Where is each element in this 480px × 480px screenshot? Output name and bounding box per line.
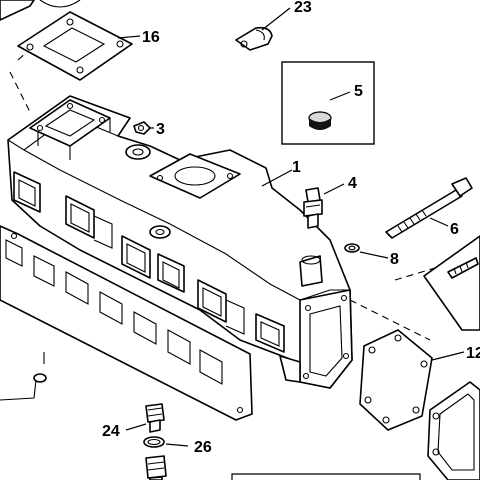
manifold-gasket <box>0 225 253 421</box>
leader-6 <box>429 217 449 227</box>
leader-1 <box>261 169 293 187</box>
gasket-12 <box>359 329 433 431</box>
clamp-23 <box>235 26 273 51</box>
callout-16: 16 <box>142 29 160 46</box>
callout-8: 8 <box>390 251 399 268</box>
callout-5: 5 <box>354 83 363 100</box>
fitting-4 <box>303 187 323 229</box>
part-box-bottom <box>231 473 421 480</box>
callout-24: 24 <box>102 423 120 440</box>
bolt-6 <box>385 177 473 239</box>
callout-23: 23 <box>294 0 312 16</box>
leader-24 <box>125 423 147 431</box>
o-ring-26 <box>143 436 165 448</box>
callout-4: 4 <box>348 175 357 192</box>
leader-4 <box>323 183 345 195</box>
callout-3: 3 <box>156 121 165 138</box>
leader-8 <box>359 251 389 259</box>
leader-26 <box>165 443 189 447</box>
leader-12 <box>431 351 465 361</box>
callout-12: 12 <box>466 345 480 362</box>
bolt-left <box>0 352 47 401</box>
partial-part-top-left <box>0 0 81 21</box>
fitting-24 <box>145 403 165 433</box>
leader-23 <box>261 7 291 31</box>
gasket-16 <box>17 11 133 81</box>
leader-16 <box>117 35 141 39</box>
washer-8 <box>344 243 360 253</box>
fitting-lower <box>145 455 167 480</box>
callout-26: 26 <box>194 439 212 456</box>
part-5-box <box>281 61 375 145</box>
bolt-3 <box>133 121 151 135</box>
callout-1: 1 <box>292 159 301 176</box>
exhaust-manifold-1 <box>7 95 353 389</box>
cover-plate <box>427 381 480 480</box>
callout-6: 6 <box>450 221 459 238</box>
part-box-right <box>423 235 480 331</box>
